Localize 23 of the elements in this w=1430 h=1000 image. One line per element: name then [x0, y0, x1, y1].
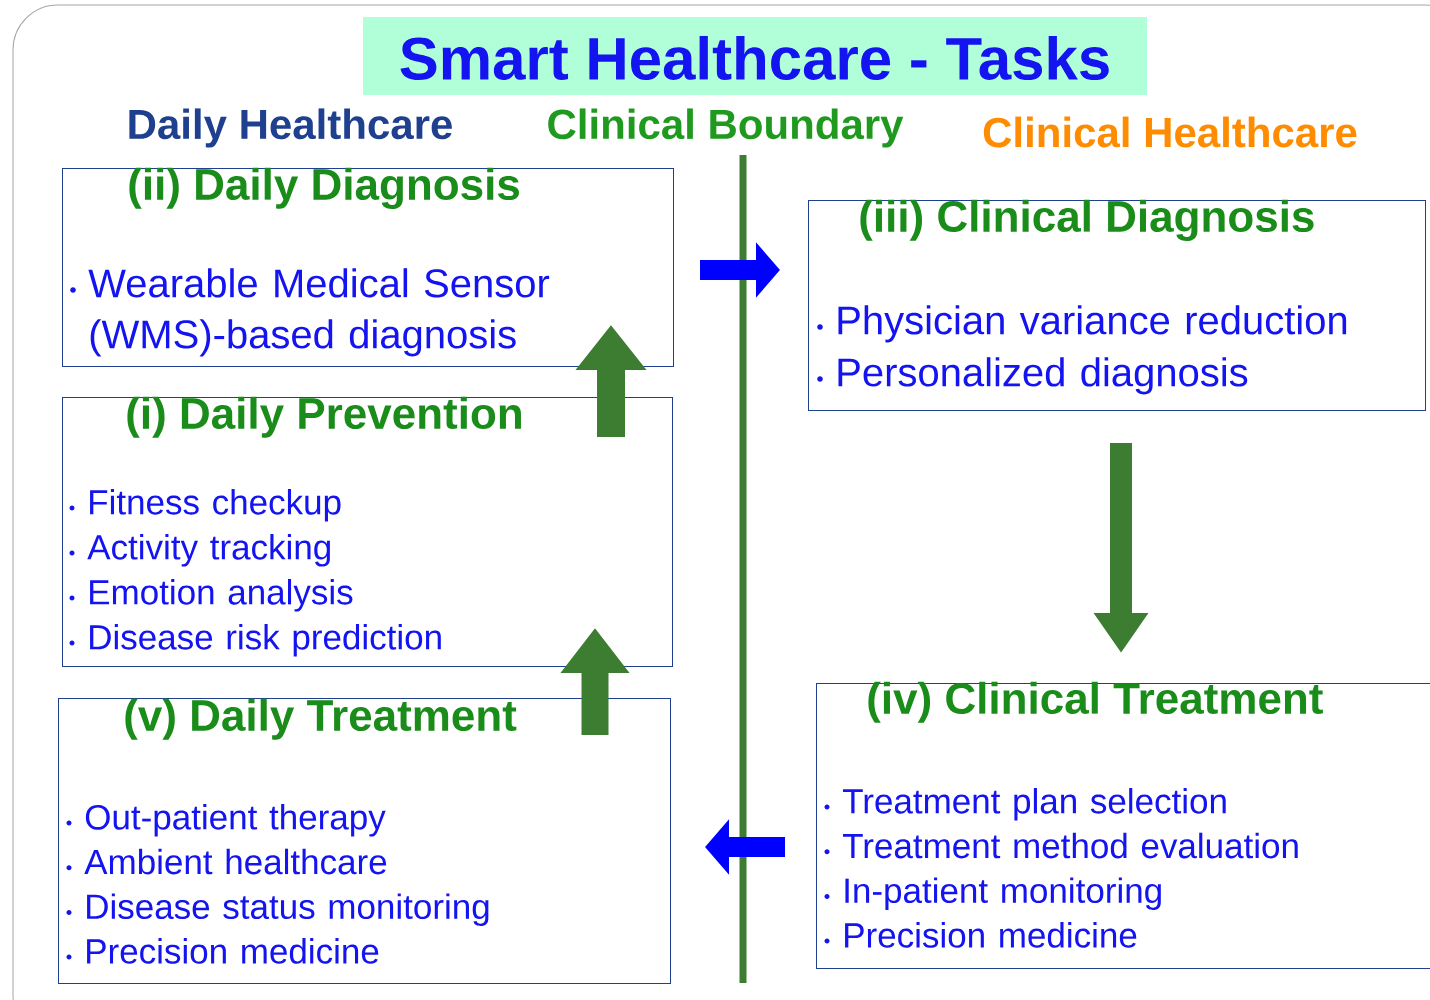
bullet-item: Precision medicine [824, 922, 1137, 948]
bullet-item: Fitness checkup [69, 489, 341, 522]
title-banner: Smart Healthcare - Tasks [363, 17, 1147, 95]
bullet-item: Personalized diagnosis [817, 357, 1248, 395]
bullet-item: Precision medicine [66, 938, 379, 964]
box-heading: (v) Daily Treatment [125, 698, 517, 740]
column-heading: Clinical Healthcare [983, 116, 1357, 148]
bullet-item: Disease status monitoring [66, 893, 489, 926]
box-heading: (ii) Daily Diagnosis [129, 167, 519, 209]
box-heading: (i) Daily Prevention [127, 396, 521, 438]
bullet-item: Out-patient therapy [66, 804, 386, 837]
bullet-item: Ambient healthcare [66, 848, 387, 875]
column-heading: Clinical Boundary [548, 108, 904, 148]
bullet-item: Treatment method evaluation [824, 832, 1298, 859]
bullet-item: Emotion analysis [69, 579, 353, 612]
box-heading: (iv) Clinical Treatment [868, 681, 1323, 723]
bullet-item: In-patient monitoring [824, 877, 1161, 910]
bullet-item: Treatment plan selection [824, 788, 1226, 821]
bullet-item: Activity tracking [69, 534, 330, 567]
bullet-item: Physician variance reduction [817, 305, 1347, 343]
bullet-item: Wearable Medical Sensor (WMS)-based diagnosis [70, 268, 550, 357]
bullet-item: Disease risk prediction [69, 624, 441, 657]
box-heading: (iii) Clinical Diagnosis [860, 199, 1314, 241]
